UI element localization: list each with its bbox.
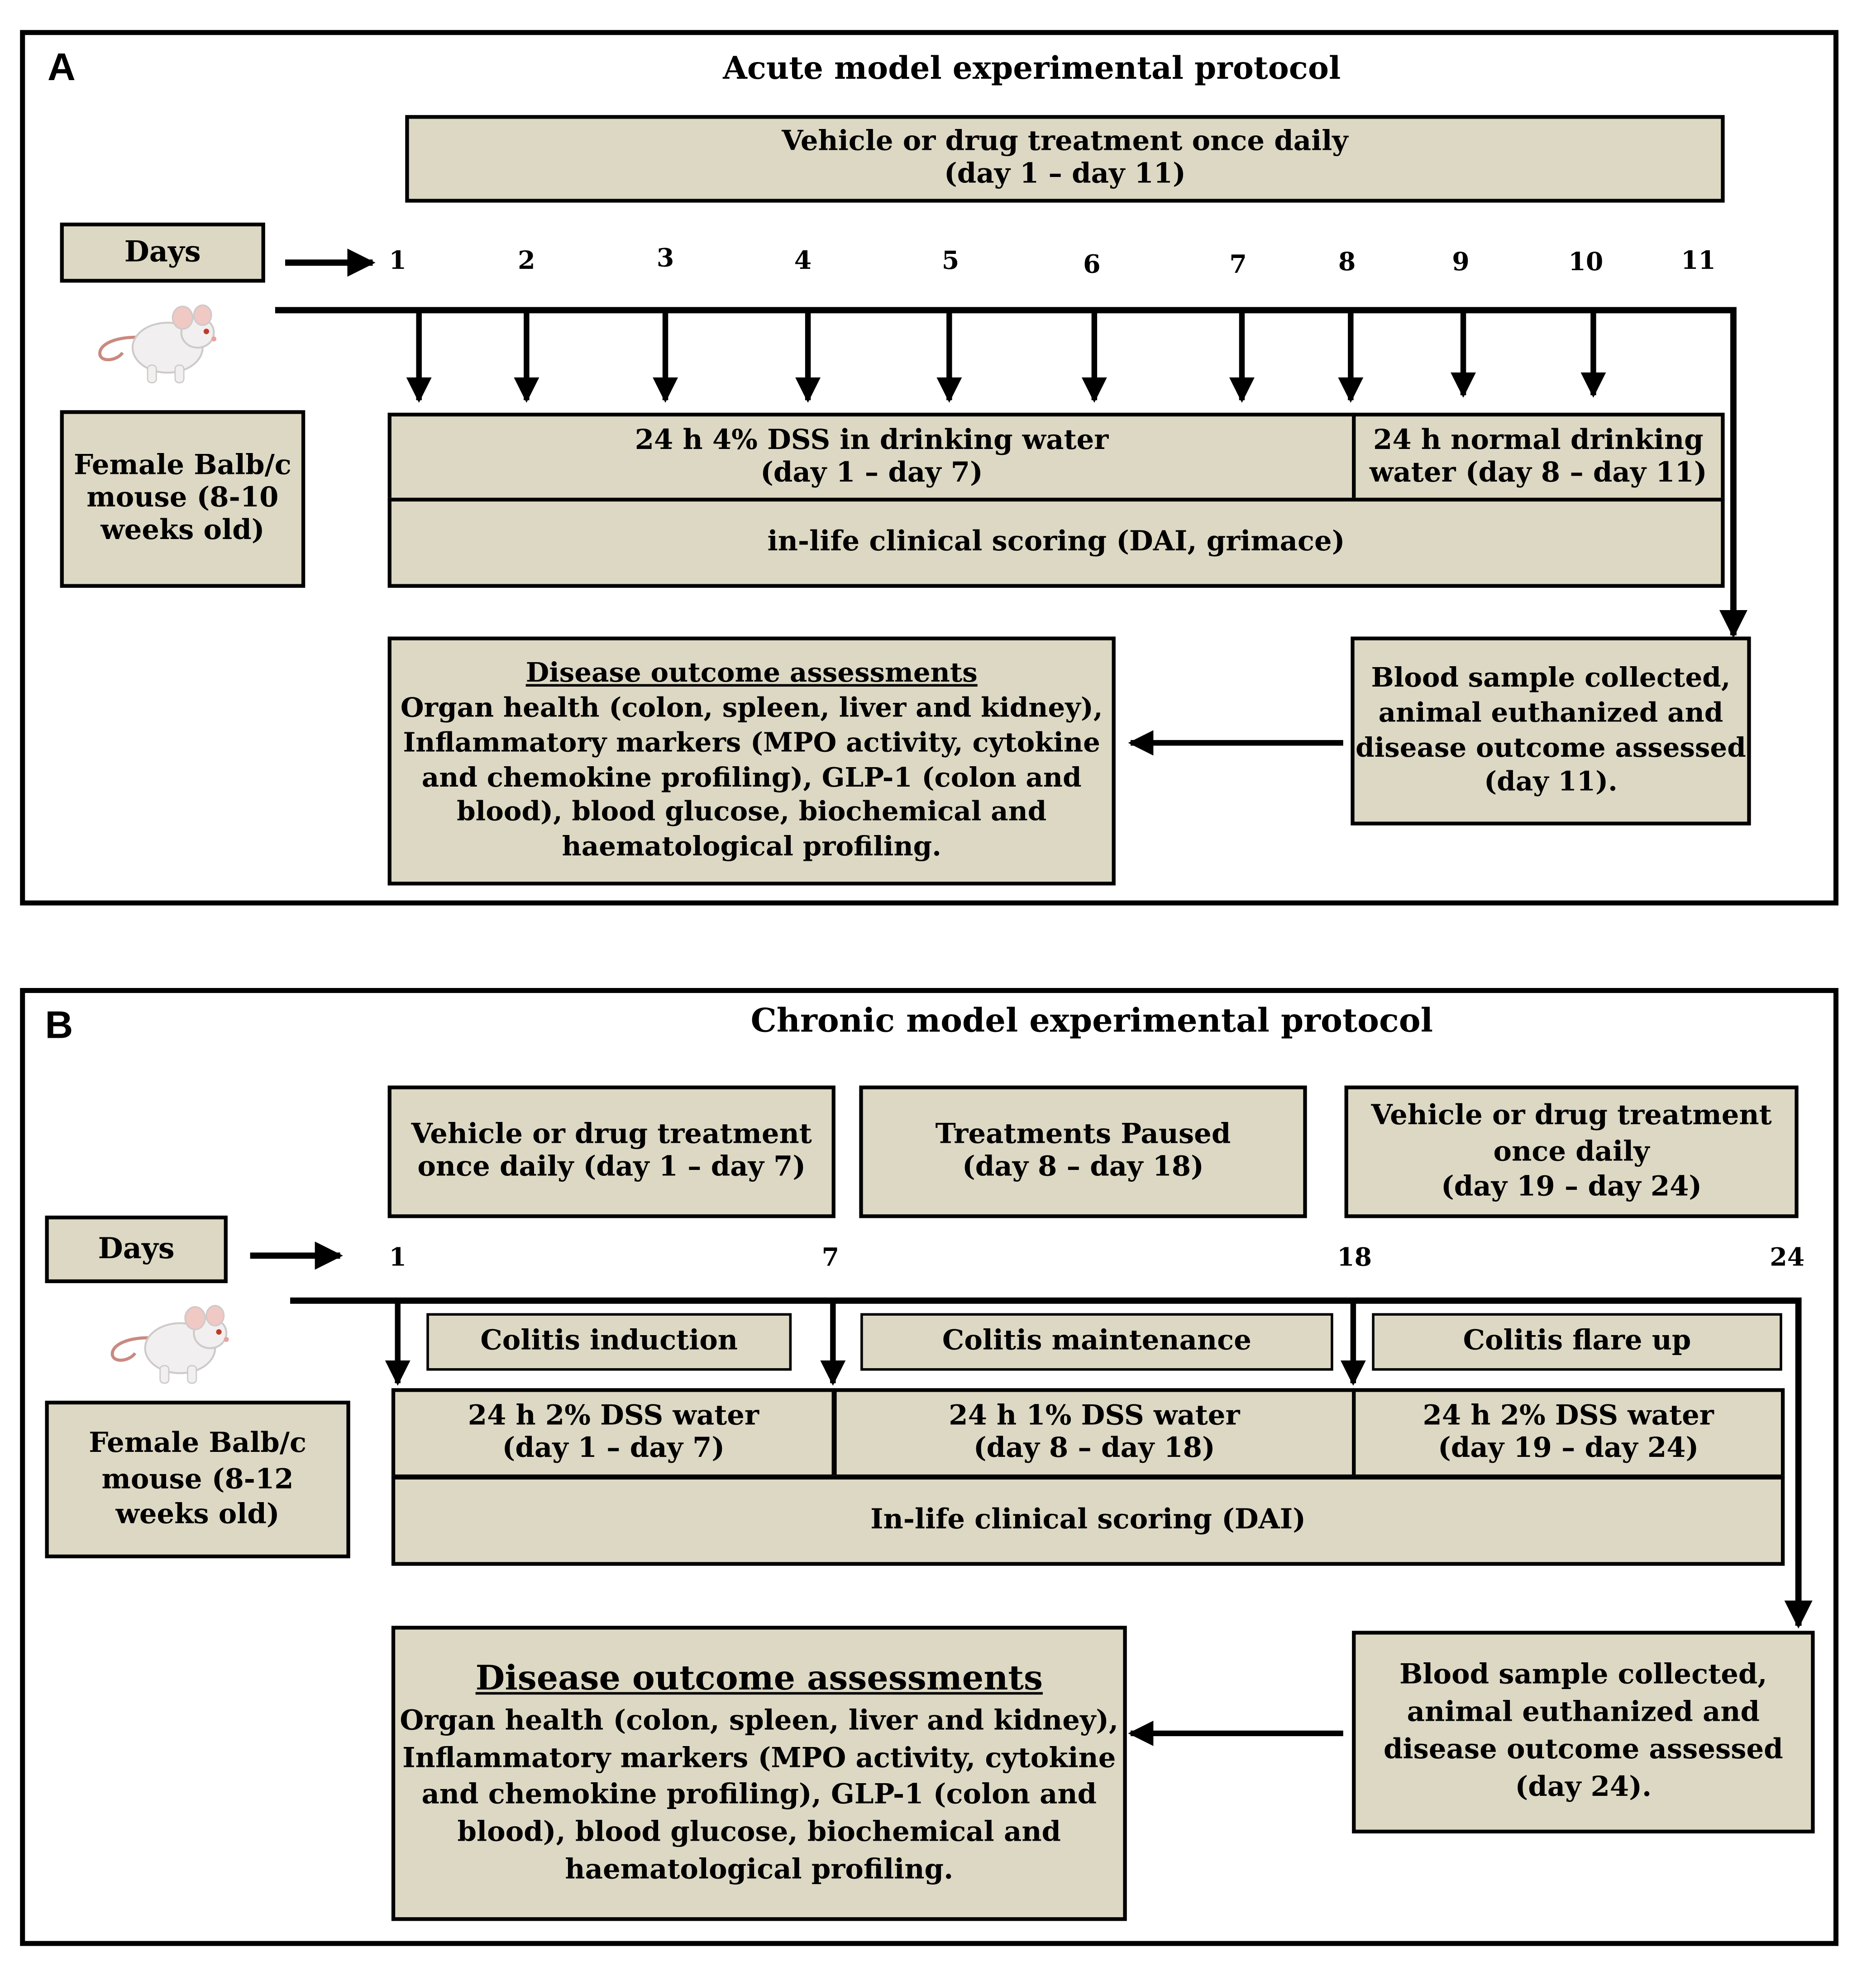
acute-scoring-text: in-life clinical scoring (DAI, grimace) <box>767 525 1345 558</box>
chronic-outcome-line-3: and chemokine profiling), GLP-1 (colon a… <box>421 1779 1097 1812</box>
chronic-outcome-box: Disease outcome assessments Organ health… <box>391 1626 1127 1921</box>
chronic-outcome-line-4: blood), blood glucose, biochemical and <box>457 1816 1061 1849</box>
chronic-treatment-2-line-2: once daily <box>1493 1135 1650 1168</box>
chronic-outcome-line-2: Inflammatory markers (MPO activity, cyto… <box>402 1741 1116 1774</box>
acute-outcome-line-3: and chemokine profiling), GLP-1 (colon a… <box>421 762 1082 794</box>
chronic-timeline <box>290 1297 1813 1629</box>
chronic-endpoint-line-1: Blood sample collected, <box>1399 1658 1767 1691</box>
acute-outcome-line-5: haematological profiling. <box>562 832 941 864</box>
chronic-treatment-1-box: Vehicle or drug treatment once daily (da… <box>387 1085 835 1218</box>
acute-subject-line-1: Female Balb/c <box>74 449 291 482</box>
chronic-days-label: Days <box>98 1232 175 1266</box>
acute-subject-line-2: mouse (8-10 <box>86 481 279 514</box>
chronic-day-1: 1 <box>389 1241 406 1272</box>
panel-b-title: Chronic model experimental protocol <box>750 1003 1433 1041</box>
chronic-treatment-paused-line-1: Treatments Paused <box>935 1118 1231 1151</box>
chronic-scoring-box: In-life clinical scoring (DAI) <box>391 1475 1785 1566</box>
phase-colitis-induction-label: Colitis induction <box>480 1324 738 1357</box>
acute-endpoint-line-1: Blood sample collected, <box>1371 662 1731 694</box>
chronic-subject-line-3: weeks old) <box>115 1499 280 1532</box>
chronic-dss-1-line-2: (day 1 – day 7) <box>502 1432 725 1465</box>
acute-daily-arrows <box>406 312 1606 403</box>
acute-day-7: 7 <box>1229 248 1247 279</box>
chronic-endpoint-line-2: animal euthanized and <box>1407 1696 1760 1729</box>
acute-endpoint-line-2: animal euthanized and <box>1378 697 1723 729</box>
acute-subject-box: Female Balb/c mouse (8-10 weeks old) <box>60 410 306 588</box>
chronic-dss-2-line-2: (day 8 – day 18) <box>973 1432 1215 1465</box>
acute-scoring-box: in-life clinical scoring (DAI, grimace) <box>387 497 1725 588</box>
phase-colitis-maintenance-label: Colitis maintenance <box>942 1324 1251 1357</box>
acute-day-3: 3 <box>656 243 674 273</box>
panel-a-label: A <box>48 45 76 89</box>
panel-a-title: Acute model experimental protocol <box>723 50 1341 86</box>
chronic-dss-2-line-1: 24 h 1% DSS water <box>949 1399 1240 1432</box>
acute-day-2: 2 <box>518 245 535 275</box>
chronic-endpoint-line-4: (day 24). <box>1515 1771 1652 1804</box>
chronic-endpoint-box: Blood sample collected, animal euthanize… <box>1352 1631 1815 1833</box>
chronic-subject-box: Female Balb/c mouse (8-12 weeks old) <box>45 1400 350 1559</box>
acute-day-9: 9 <box>1452 246 1470 277</box>
phase-colitis-induction: Colitis induction <box>426 1313 792 1371</box>
acute-day-1: 1 <box>389 245 406 275</box>
acute-outcome-line-2: Inflammatory markers (MPO activity, cyto… <box>403 727 1100 759</box>
chronic-day-24: 24 <box>1770 1241 1805 1272</box>
phase-colitis-flare-up: Colitis flare up <box>1372 1313 1782 1371</box>
chronic-day-18: 18 <box>1337 1241 1372 1272</box>
chronic-subject-line-1: Female Balb/c <box>89 1427 306 1460</box>
acute-day-4: 4 <box>794 245 812 275</box>
acute-treatment-line-1: Vehicle or drug treatment once daily <box>782 125 1348 158</box>
acute-day-6: 6 <box>1083 248 1101 279</box>
acute-day-11: 11 <box>1681 245 1716 275</box>
acute-days-box: Days <box>60 222 265 283</box>
mouse-icon-acute <box>98 304 217 383</box>
acute-endpoint-line-4: (day 11). <box>1484 767 1618 799</box>
chronic-dss-1-line-1: 24 h 2% DSS water <box>468 1399 759 1432</box>
chronic-phase-arrows <box>385 1303 1366 1386</box>
acute-outcome-box: Disease outcome assessments Organ health… <box>387 636 1116 886</box>
chronic-treatment-paused-line-2: (day 8 – day 18) <box>962 1150 1204 1184</box>
chronic-scoring-text: In-life clinical scoring (DAI) <box>870 1503 1306 1536</box>
chronic-dss-1-box: 24 h 2% DSS water (day 1 – day 7) <box>391 1388 835 1479</box>
acute-endpoint-box: Blood sample collected, animal euthanize… <box>1351 636 1751 826</box>
chronic-treatment-2-box: Vehicle or drug treatment once daily (da… <box>1344 1085 1799 1218</box>
chronic-subject-line-2: mouse (8-12 <box>101 1463 294 1496</box>
chronic-treatment-1-line-2: once daily (day 1 – day 7) <box>417 1150 806 1184</box>
acute-day-8: 8 <box>1338 246 1356 277</box>
chronic-day-7: 7 <box>821 1241 840 1272</box>
acute-normal-water-box: 24 h normal drinking water (day 8 – day … <box>1352 412 1725 502</box>
chronic-treatment-paused-box: Treatments Paused (day 8 – day 18) <box>859 1085 1307 1218</box>
chronic-outcome-title: Disease outcome assessments <box>475 1659 1043 1699</box>
chronic-treatment-2-line-1: Vehicle or drug treatment <box>1371 1099 1772 1132</box>
phase-colitis-maintenance: Colitis maintenance <box>860 1313 1333 1371</box>
acute-endpoint-line-3: disease outcome assessed <box>1356 732 1746 764</box>
chronic-treatment-1-line-1: Vehicle or drug treatment <box>411 1118 812 1151</box>
acute-outcome-title: Disease outcome assessments <box>525 657 978 689</box>
acute-dss-line-1: 24 h 4% DSS in drinking water <box>635 423 1109 456</box>
acute-days-label: Days <box>124 235 201 270</box>
acute-outcome-line-4: blood), blood glucose, biochemical and <box>457 797 1047 829</box>
chronic-outcome-line-1: Organ health (colon, spleen, liver and k… <box>400 1704 1119 1737</box>
chronic-treatment-2-line-3: (day 19 – day 24) <box>1441 1171 1702 1204</box>
panel-b-label: B <box>45 1003 73 1047</box>
acute-normal-water-line-1: 24 h normal drinking <box>1373 423 1704 456</box>
acute-treatment-line-2: (day 1 – day 11) <box>944 157 1186 191</box>
acute-outcome-line-1: Organ health (colon, spleen, liver and k… <box>400 692 1103 724</box>
phase-colitis-flare-up-label: Colitis flare up <box>1463 1324 1691 1357</box>
chronic-days-box: Days <box>45 1215 228 1284</box>
acute-day-5: 5 <box>941 245 959 275</box>
acute-dss-line-2: (day 1 – day 7) <box>760 456 983 489</box>
acute-normal-water-line-2: water (day 8 – day 11) <box>1370 456 1707 489</box>
acute-timeline <box>275 307 1748 638</box>
acute-day-10: 10 <box>1568 246 1604 277</box>
chronic-dss-3-line-1: 24 h 2% DSS water <box>1423 1399 1714 1432</box>
acute-subject-line-3: weeks old) <box>100 514 265 547</box>
mouse-icon-chronic <box>110 1305 229 1384</box>
chronic-dss-3-line-2: (day 19 – day 24) <box>1438 1432 1699 1465</box>
chronic-outcome-line-5: haematological profiling. <box>565 1853 954 1886</box>
chronic-endpoint-line-3: disease outcome assessed <box>1383 1733 1783 1766</box>
acute-treatment-box: Vehicle or drug treatment once daily (da… <box>405 115 1725 203</box>
